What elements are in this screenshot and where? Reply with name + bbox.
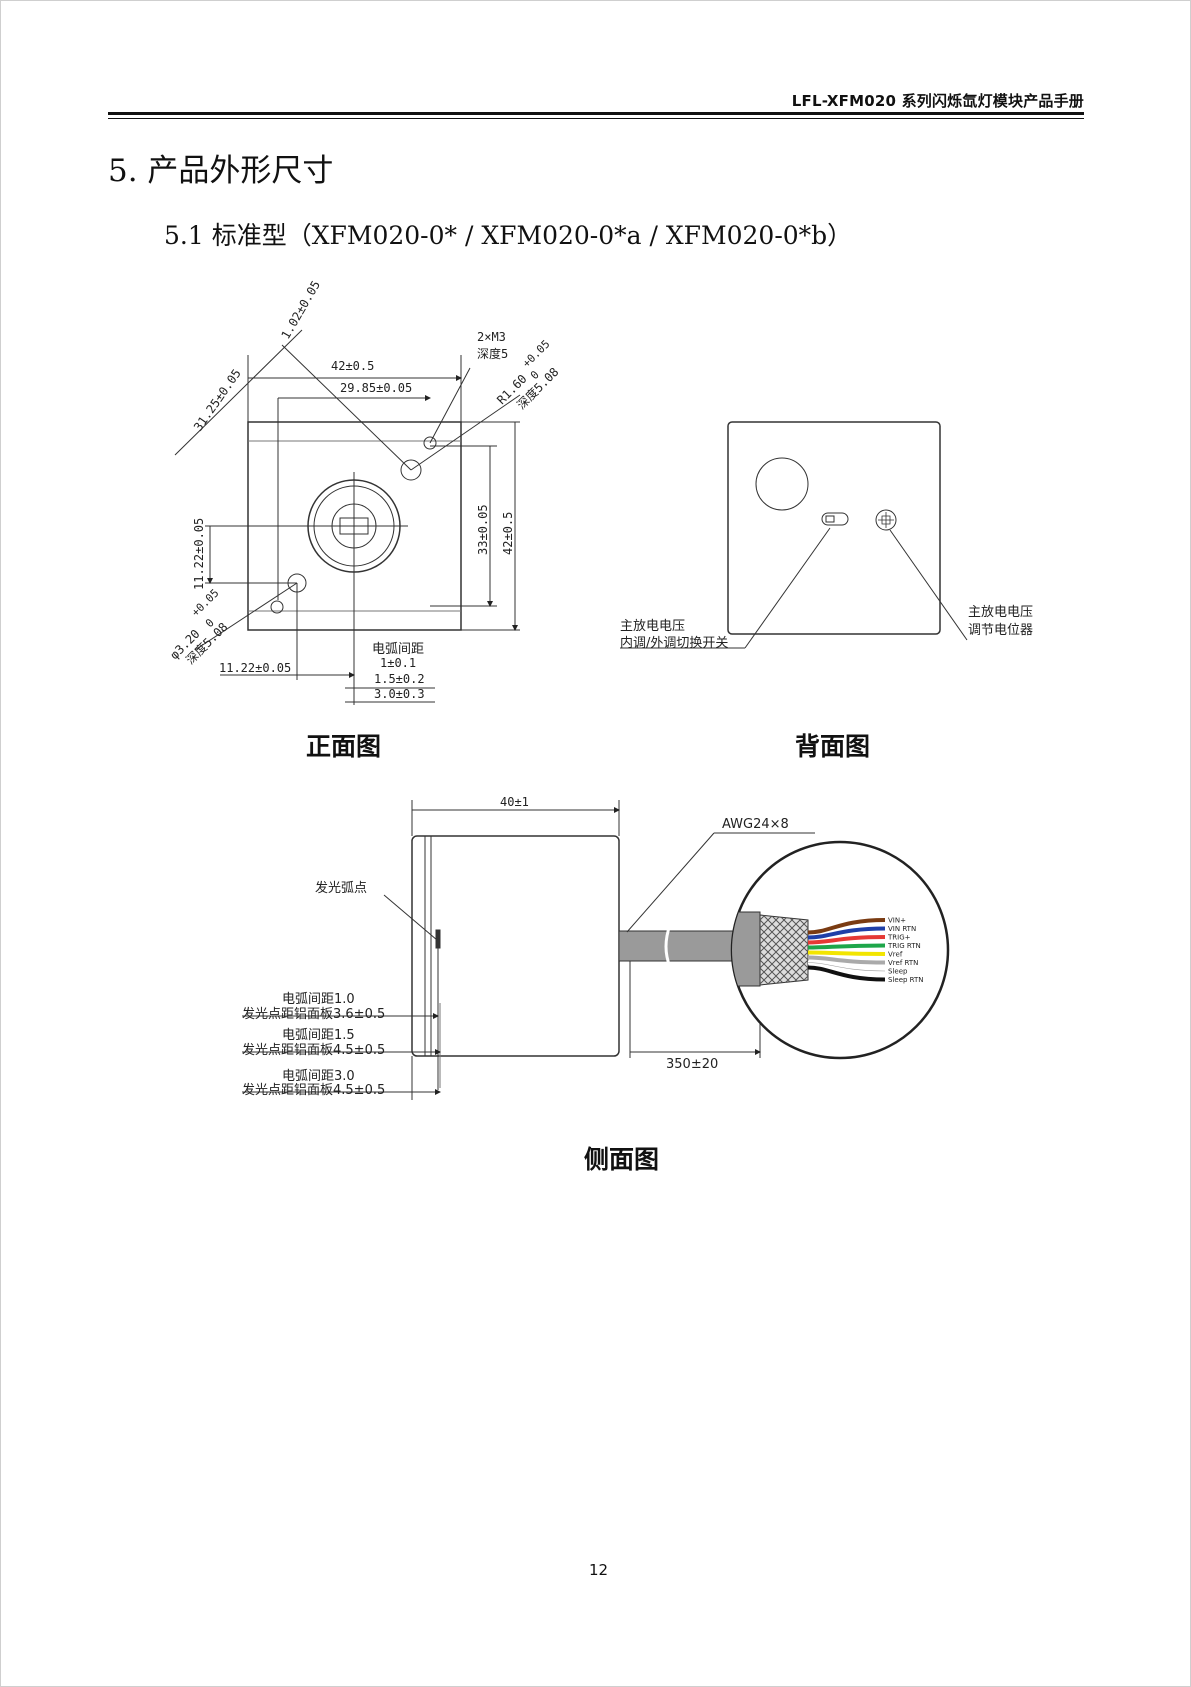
wire-label-4: Vref <box>888 951 903 959</box>
arc-gap-2: 1.5±0.2 <box>374 672 425 686</box>
wire-1 <box>807 926 886 940</box>
dim-radius-tol-upper: +0.05 <box>520 338 553 371</box>
header-rule-thin <box>108 118 1084 119</box>
header-title: LFL-XFM020 系列闪烁氙灯模块产品手册 <box>791 92 1084 110</box>
spec3-distance: 发光点距铝面板4.5±0.5 <box>242 1082 385 1098</box>
arc-gap-1: 1±0.1 <box>380 656 416 670</box>
back-round-window <box>755 457 809 511</box>
dim-m3-depth: 深度5 <box>477 346 508 361</box>
dim-phi-tol-upper: +0.05 <box>189 587 222 620</box>
wire-4 <box>807 950 886 956</box>
switch-label-line1: 主放电电压 <box>620 619 685 634</box>
side-length-dim: 40±1 <box>500 795 529 809</box>
wire-label-6: Sleep <box>888 968 908 976</box>
back-view-caption: 背面图 <box>795 732 870 761</box>
page-number: 12 <box>589 1561 608 1579</box>
dim-height-inner: 33±0.05 <box>476 504 490 555</box>
arc-gap-title: 电弧间距 <box>372 642 424 657</box>
wire-label-3: TRIG RTN <box>887 942 921 950</box>
wire-5 <box>807 955 886 965</box>
wire-gauge-label: AWG24×8 <box>722 817 789 832</box>
dim-height-outer: 42±0.5 <box>501 512 515 555</box>
wire-label-7: Sleep RTN <box>888 976 924 984</box>
side-body-outline <box>411 835 620 1057</box>
wire-3 <box>807 943 886 950</box>
wire-2 <box>807 935 886 945</box>
potentiometer <box>875 509 897 531</box>
switch-label-line2: 内调/外调切换开关 <box>620 635 728 651</box>
subsection-title: 5.1 标准型（XFM020-0* / XFM020-0*a / XFM020-… <box>164 221 853 250</box>
spec2-arc-gap: 电弧间距1.5 <box>282 1028 355 1043</box>
wire-7 <box>807 965 886 982</box>
front-view-caption: 正面图 <box>306 732 381 761</box>
spec3-arc-gap: 电弧间距3.0 <box>282 1069 355 1084</box>
switch-slot <box>821 512 849 526</box>
side-view-caption: 侧面图 <box>584 1145 659 1174</box>
pot-label-line1: 主放电电压 <box>968 605 1033 620</box>
arc-gap-3: 3.0±0.3 <box>374 687 425 701</box>
dim-vertical-offset: 11.22±0.05 <box>192 518 206 590</box>
dim-diagonal: 31.25±0.05 <box>191 367 244 434</box>
wire-label-0: VIN+ <box>888 917 906 925</box>
emit-point-label: 发光弧点 <box>315 880 367 896</box>
spec2-distance: 发光点距铝面板4.5±0.5 <box>242 1042 385 1058</box>
wire-label-5: Vref RTN <box>888 959 918 967</box>
dim-width-top: 42±0.5 <box>331 359 374 373</box>
cable-length-dim: 350±20 <box>666 1057 718 1072</box>
wire-outline-6 <box>807 962 886 972</box>
dim-hole-spacing: 29.85±0.05 <box>340 381 412 395</box>
back-view <box>620 421 968 649</box>
spec1-distance: 发光点距铝面板3.6±0.5 <box>242 1006 385 1022</box>
spec1-arc-gap: 电弧间距1.0 <box>282 992 355 1007</box>
pot-label-line2: 调节电位器 <box>968 623 1033 638</box>
wire-label-1: VIN RTN <box>888 925 916 933</box>
m3-hole-bottom <box>270 600 284 614</box>
dim-m3: 2×M3 <box>477 330 506 344</box>
dim-horizontal-offset: 11.22±0.05 <box>219 661 291 675</box>
wire-0 <box>807 918 886 935</box>
pin-hole-top <box>400 459 422 481</box>
wire-label-2: TRIG+ <box>887 934 911 942</box>
back-body-outline <box>727 421 941 635</box>
m3-hole-top <box>423 436 437 450</box>
front-view <box>174 329 521 705</box>
section-title: 5. 产品外形尺寸 <box>108 153 334 189</box>
header-rule-thick <box>108 112 1084 115</box>
dim-pin-diameter: 1.02±0.05 <box>278 278 323 341</box>
